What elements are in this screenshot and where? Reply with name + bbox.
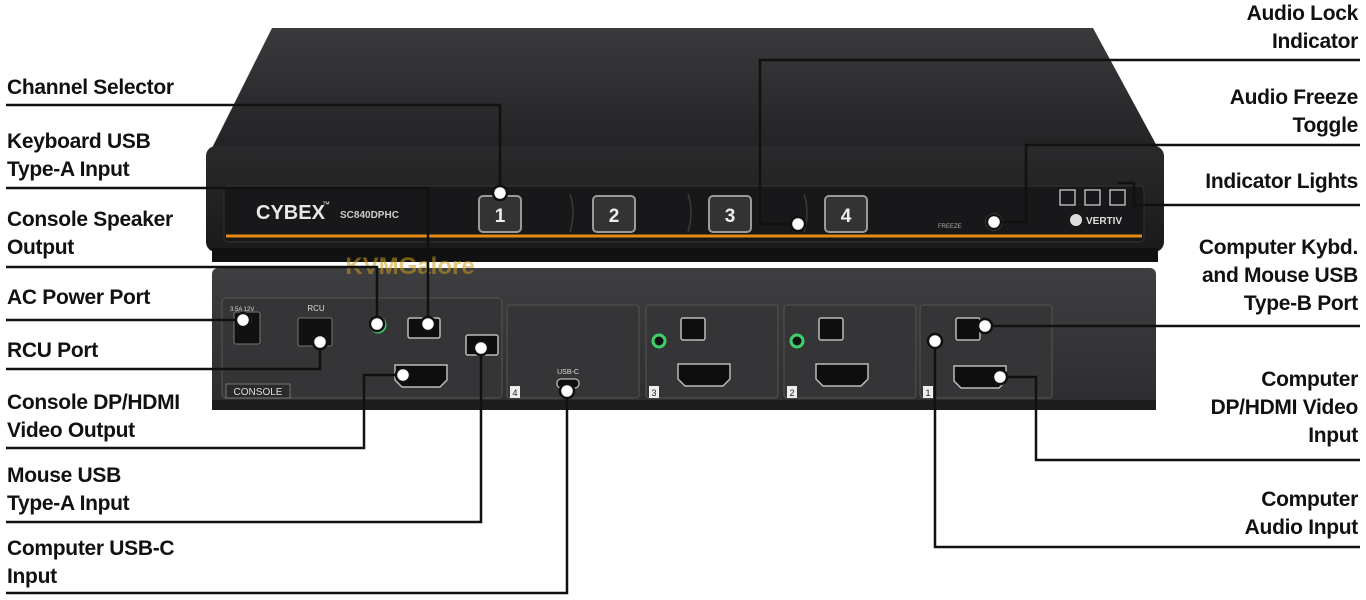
node-dot (394, 366, 412, 384)
leader-audio-freeze (998, 143, 1360, 224)
channel-1-hdmi-port (953, 365, 1007, 389)
label-console-video: Console DP/HDMI Video Output (7, 391, 180, 442)
label-audio-freeze: Audio Freeze Toggle (1229, 86, 1359, 137)
rcu-label: RCU (307, 304, 325, 313)
channel-3-number: 3 (651, 388, 656, 398)
usb-c-label: USB-C (557, 369, 579, 376)
leader-channel-selector (6, 103, 502, 194)
leader-node-dots (234, 184, 1009, 400)
model-text: SC840DPHC (340, 210, 399, 221)
leader-console-speaker (6, 265, 379, 321)
channel-2-usb-b-port (818, 317, 844, 341)
label-keyboard-usb: Keyboard USB Type-A Input (7, 130, 151, 181)
rear-unit-base (212, 400, 1156, 410)
channel-button-2-label: 2 (609, 206, 620, 227)
front-panel (223, 185, 1145, 243)
channel-2-hdmi-port (815, 363, 869, 387)
console-panel (221, 297, 503, 399)
label-audio-lock: Audio Lock Indicator (1246, 2, 1359, 53)
channel-2-number-box (787, 386, 797, 398)
leader-computer-video (995, 375, 1360, 462)
indicator-light-1 (1059, 189, 1076, 206)
label-computer-video: Computer DP/HDMI Video Input (1210, 368, 1359, 447)
channel-4-number-box (510, 386, 520, 398)
node-dot (472, 339, 490, 357)
leader-computer-usbc (6, 384, 569, 595)
label-console-speaker: Console Speaker Output (7, 208, 173, 259)
leader-rcu-port (6, 342, 322, 371)
node-dot (789, 215, 807, 233)
channel-button-3-label: 3 (725, 206, 736, 227)
channel-button-1-label: 1 (495, 206, 506, 227)
leader-lines-left (6, 103, 569, 595)
channel-4-panel (506, 304, 640, 399)
brand-logo: CYBEX (256, 202, 326, 224)
console-label-box (225, 383, 291, 399)
node-dot (368, 315, 386, 333)
node-dot (991, 368, 1009, 386)
leader-indicator-lights (1118, 181, 1360, 207)
node-dot (976, 317, 994, 335)
label-rcu-port: RCU Port (7, 339, 98, 362)
vertiv-logo-icon (1070, 214, 1082, 226)
channel-2-audio-jack (789, 333, 805, 349)
console-label: CONSOLE (234, 387, 283, 398)
label-indicator-lights: Indicator Lights (1205, 170, 1358, 193)
label-computer-usbc: Computer USB-C Input (7, 537, 175, 588)
node-dot (234, 311, 252, 329)
node-dot (491, 184, 509, 202)
indicator-light-2 (1084, 189, 1101, 206)
channel-button-4[interactable] (824, 195, 868, 233)
channel-3-usb-b-port (680, 317, 706, 341)
label-computer-audio: Computer Audio Input (1244, 488, 1359, 539)
brand-trademark: ™ (322, 200, 330, 209)
label-ac-power: AC Power Port (7, 286, 151, 309)
node-dot (985, 213, 1003, 231)
channel-1-usb-b-port (955, 317, 981, 341)
channel-1-panel (919, 304, 1053, 399)
node-dot (419, 315, 437, 333)
channel-button-2[interactable] (592, 195, 636, 233)
channel-3-number-box (649, 386, 659, 398)
leader-keyboard-usb (6, 186, 430, 321)
channel-1-number: 1 (925, 388, 930, 398)
vertiv-logo: VERTIV (1086, 216, 1122, 227)
label-mouse-usb: Mouse USB Type-A Input (7, 464, 130, 515)
channel-button-4-label: 4 (841, 206, 852, 227)
channel-1-number-box (923, 386, 933, 398)
freeze-text: FREEZE (938, 224, 962, 230)
node-dot (926, 332, 944, 350)
front-unit-foot (212, 248, 1158, 262)
indicator-light-3 (1109, 189, 1126, 206)
label-computer-kybd-mouse: Computer Kybd. and Mouse USB Type-B Port (1198, 236, 1358, 315)
leader-console-video (6, 373, 403, 450)
channel-3-hdmi-port (677, 363, 731, 387)
leader-audio-lock (758, 58, 1360, 226)
channel-4-number: 4 (512, 388, 517, 398)
front-unit-top (212, 28, 1158, 148)
leader-lines-right (758, 58, 1360, 549)
label-channel-selector: Channel Selector (7, 76, 174, 99)
power-rating-text: 3.5A 12V (230, 307, 254, 313)
node-dot (311, 333, 329, 351)
leader-computer-audio (933, 347, 1360, 549)
channel-button-3[interactable] (708, 195, 752, 233)
panel-separator (569, 193, 808, 233)
channel-3-audio-jack (651, 333, 667, 349)
channel-2-number: 2 (789, 388, 794, 398)
node-dot (558, 382, 576, 400)
leader-mouse-usb (6, 348, 483, 524)
